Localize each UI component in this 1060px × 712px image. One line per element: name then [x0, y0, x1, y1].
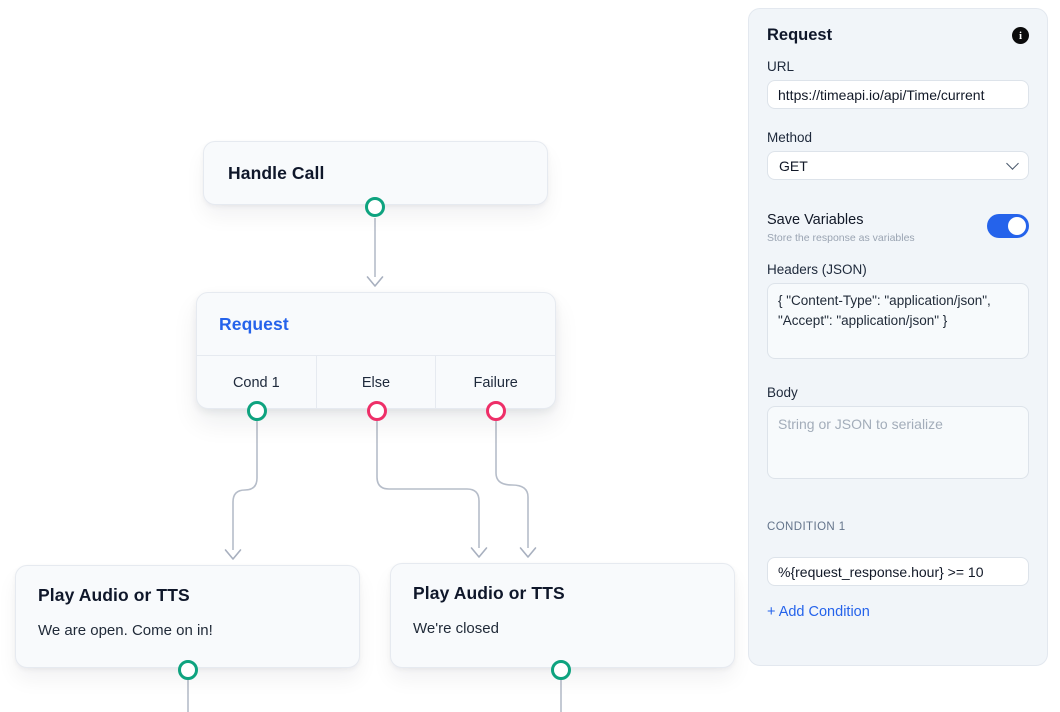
branch-label: Failure [473, 374, 518, 391]
panel-title: Request [767, 26, 833, 44]
method-label: Method [767, 130, 813, 145]
source-handle-handle-call[interactable] [365, 197, 385, 217]
source-handle-else[interactable] [367, 401, 387, 421]
node-title: Play Audio or TTS [38, 585, 190, 605]
url-label: URL [767, 59, 795, 74]
node-title: Request [219, 313, 289, 334]
save-variables-text: Save Variables Store the response as var… [767, 212, 915, 244]
url-input[interactable] [767, 80, 1029, 109]
node-play-audio-closed[interactable]: Play Audio or TTS We're closed [390, 563, 735, 668]
edge-else-play-closed [376, 421, 480, 548]
node-title: Play Audio or TTS [413, 583, 565, 603]
panel-header: Request i [767, 26, 1029, 45]
add-condition-link[interactable]: + Add Condition [767, 604, 870, 620]
arrowhead-icon [224, 549, 242, 560]
source-handle-failure[interactable] [486, 401, 506, 421]
headers-label: Headers (JSON) [767, 262, 867, 277]
node-request[interactable]: Request Cond 1 Else Failure [196, 292, 556, 409]
condition-1-label: CONDITION 1 [767, 521, 846, 533]
save-variables-label: Save Variables [767, 212, 864, 228]
source-handle-cond-1[interactable] [247, 401, 267, 421]
branch-label: Cond 1 [232, 374, 280, 391]
edge-failure-play-closed [495, 421, 529, 548]
node-handle-call[interactable]: Handle Call [203, 141, 548, 205]
source-handle-play-closed[interactable] [551, 660, 571, 680]
headers-textarea[interactable]: { "Content-Type": "application/json", "A… [767, 283, 1029, 359]
branch-row: Cond 1 Else Failure [197, 355, 555, 409]
method-select-value: GET [779, 157, 808, 174]
save-variables-toggle[interactable] [987, 214, 1029, 238]
branch-else[interactable]: Else [315, 356, 436, 409]
method-select[interactable]: GET [767, 151, 1029, 180]
node-message-text: We're closed [413, 620, 499, 637]
body-textarea[interactable] [767, 406, 1029, 479]
toggle-knob [1008, 217, 1026, 235]
branch-failure[interactable]: Failure [435, 356, 555, 409]
branch-cond-1[interactable]: Cond 1 [197, 356, 316, 409]
condition-1-input[interactable] [767, 557, 1029, 586]
branch-label: Else [361, 374, 391, 391]
arrowhead-icon [470, 547, 488, 558]
properties-panel: Request i URL Method GET Save Variables … [748, 8, 1048, 666]
node-play-audio-open[interactable]: Play Audio or TTS We are open. Come on i… [15, 565, 360, 668]
source-handle-play-open[interactable] [178, 660, 198, 680]
info-icon[interactable]: i [1012, 27, 1029, 44]
save-variables-subtitle: Store the response as variables [767, 232, 915, 244]
save-variables-row: Save Variables Store the response as var… [767, 212, 1029, 244]
edge-cond1-play-open [232, 421, 258, 550]
node-message-text: We are open. Come on in! [38, 622, 213, 639]
node-title: Handle Call [228, 162, 325, 183]
chevron-down-icon [1006, 157, 1019, 170]
arrowhead-icon [366, 276, 384, 287]
arrowhead-icon [519, 547, 537, 558]
node-title-row: Request [197, 293, 555, 355]
body-label: Body [767, 385, 798, 400]
